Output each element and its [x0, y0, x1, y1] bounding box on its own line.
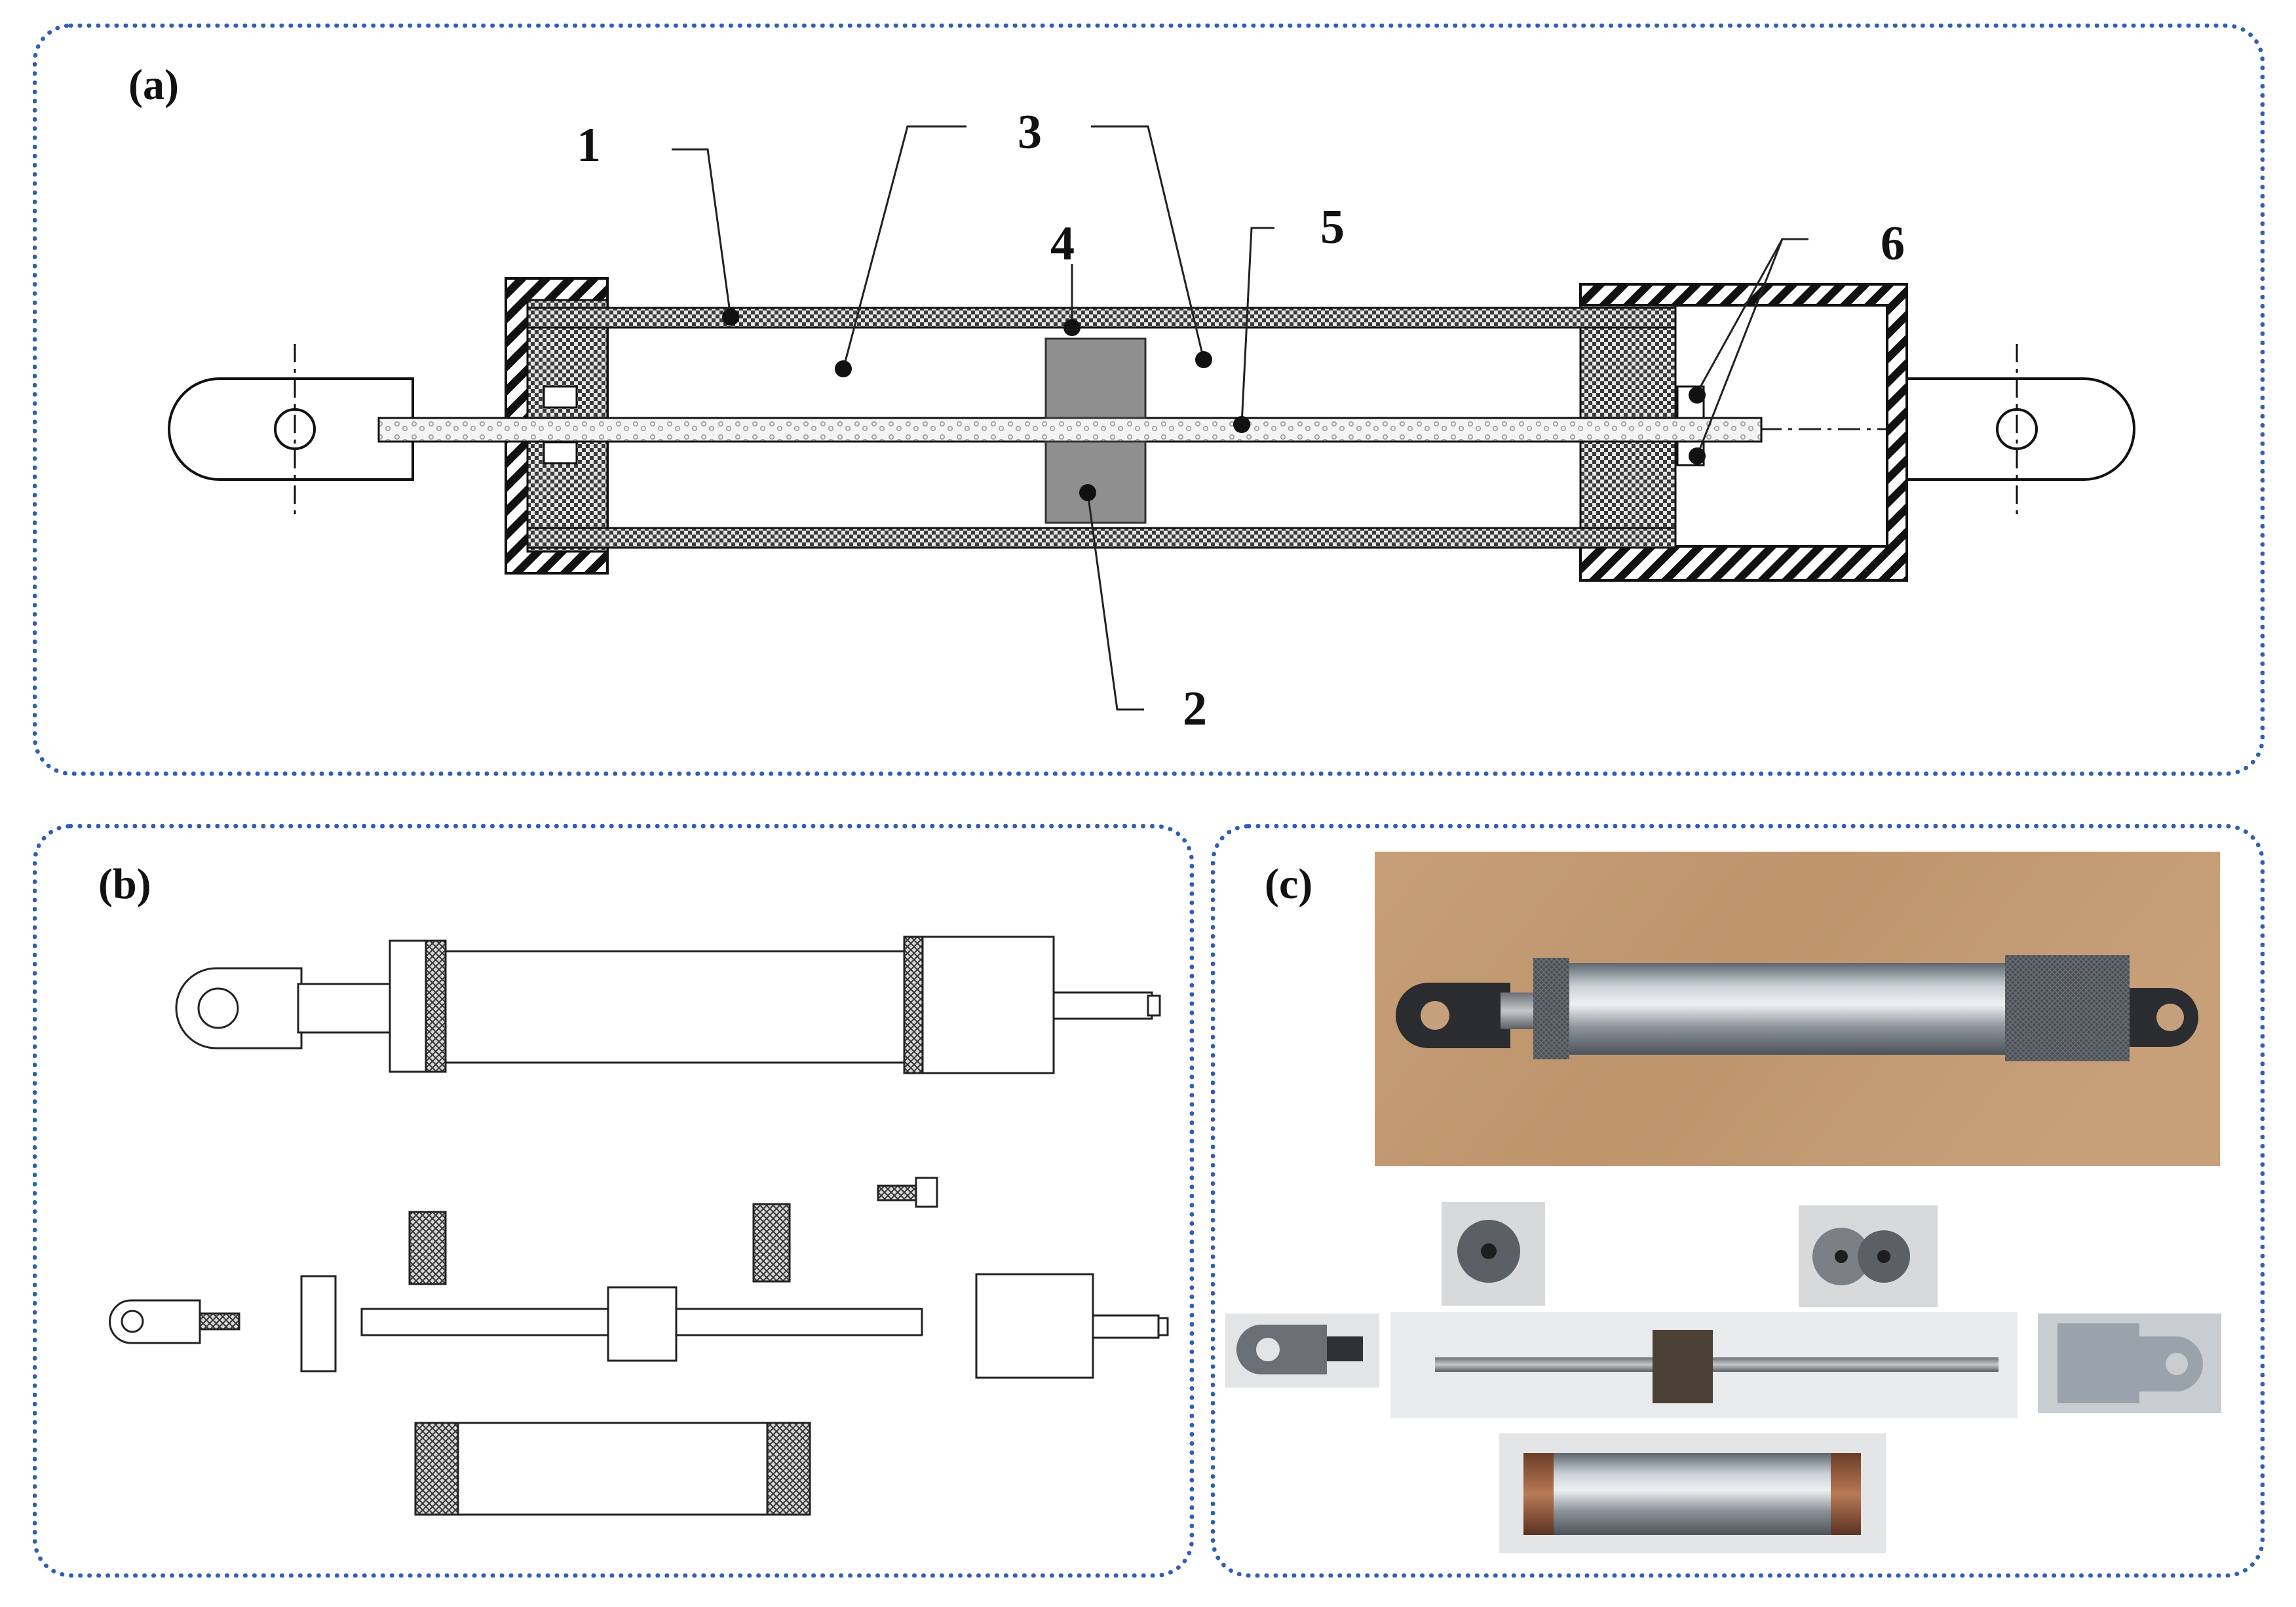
- photo-cylinder-tube: [1499, 1433, 1886, 1553]
- callout-1: 1: [577, 119, 601, 172]
- callout-dot-6a: [1689, 387, 1706, 404]
- callout-4: 4: [1050, 217, 1075, 271]
- callout-dot-5: [1233, 416, 1250, 433]
- callout-dot-6b: [1689, 447, 1706, 464]
- photo-seal-pair: [1799, 1205, 1938, 1307]
- cylinder-tube: [526, 307, 1677, 549]
- callout-dot-3b: [1195, 351, 1212, 368]
- callout-2: 2: [1183, 682, 1207, 736]
- piston: [1044, 337, 1147, 524]
- callout-dot-3a: [835, 360, 852, 377]
- cad-assembled-damper: [175, 936, 1161, 1074]
- photo-right-end-cap: [2038, 1314, 2221, 1413]
- photo-seal-single: [1442, 1202, 1545, 1306]
- callout-dot-1: [722, 309, 739, 326]
- photo-left-eye: [1225, 1314, 1379, 1388]
- callout-leaders: [672, 125, 1808, 711]
- callout-3: 3: [1018, 105, 1042, 159]
- callout-dot-2: [1079, 484, 1096, 501]
- right-clevis-eye: [1905, 344, 2135, 518]
- panel-label-c: (c): [1265, 860, 1313, 908]
- callout-dot-4: [1063, 319, 1081, 336]
- piston-rod: [377, 417, 1763, 443]
- panel-b-frame: [33, 824, 1194, 1578]
- panel-a-frame: [33, 24, 2265, 776]
- panel-label-a: (a): [128, 61, 179, 109]
- cad-exploded-parts: [109, 1177, 1169, 1516]
- photo-assembled-damper: [1375, 852, 2220, 1166]
- panel-label-b: (b): [98, 860, 151, 908]
- left-clevis-eye: [168, 344, 414, 518]
- callout-6: 6: [1881, 217, 1905, 271]
- photo-piston-rod: [1390, 1312, 2018, 1418]
- callout-5: 5: [1320, 200, 1345, 254]
- panel-c-frame: [1211, 824, 2265, 1578]
